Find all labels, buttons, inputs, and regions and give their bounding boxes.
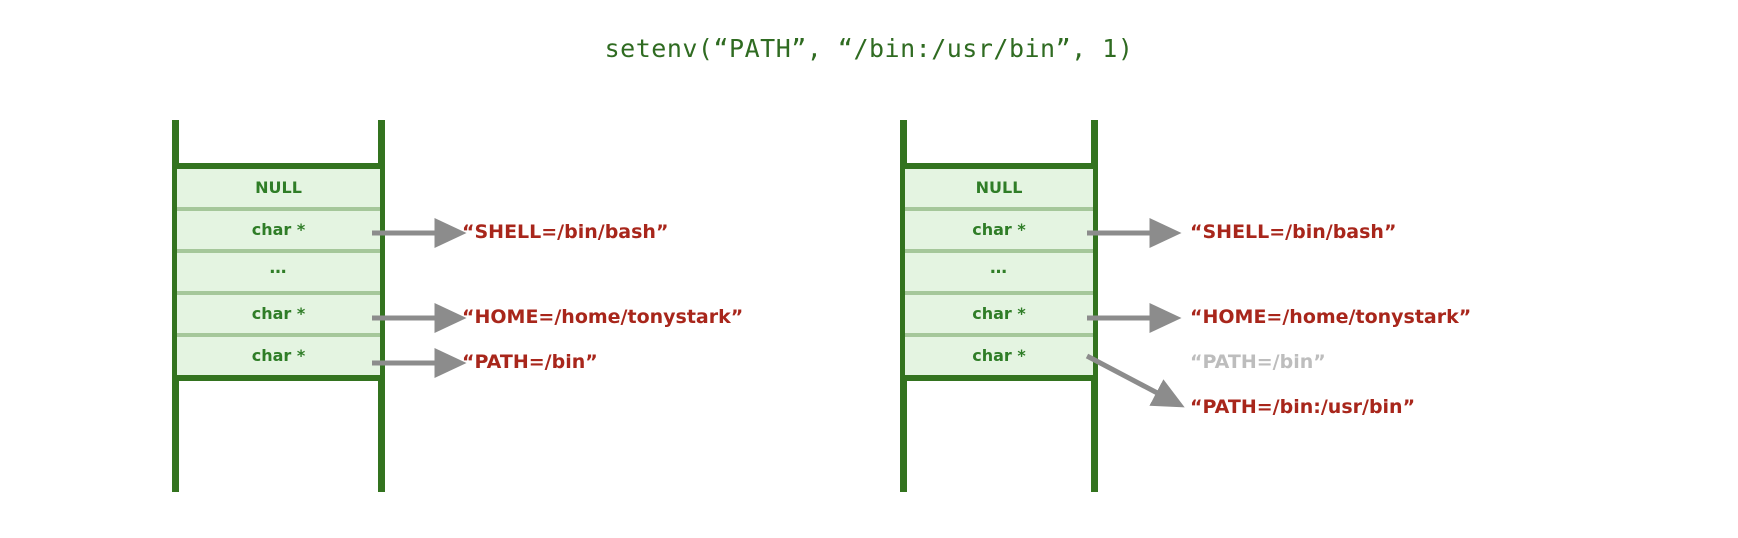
pointer-arrow-home-after [1087, 302, 1182, 333]
page-title: setenv(“PATH”, “/bin:/usr/bin”, 1) [604, 34, 1134, 63]
string-literal-home-after: “HOME=/home/tonystark” [1190, 306, 1472, 328]
array-cell-stack: NULL char * … char * char * [177, 163, 380, 381]
array-cell-ellipsis: … [177, 253, 380, 295]
array-cell-pointer-path: char * [177, 337, 380, 375]
pointer-arrow-path-after [1085, 353, 1185, 408]
array-cell-null: NULL [177, 169, 380, 211]
environment-array-after: NULL char * … char * char * [900, 120, 1098, 492]
array-cell-pointer-path: char * [905, 337, 1093, 375]
array-cell-ellipsis: … [905, 253, 1093, 295]
array-cell-pointer-shell: char * [177, 211, 380, 253]
pointer-arrow-shell-after [1087, 217, 1182, 248]
environment-array-before: NULL char * … char * char * [172, 120, 385, 492]
string-literal-shell-before: “SHELL=/bin/bash” [462, 221, 669, 243]
array-rail-right [1091, 120, 1098, 492]
string-literal-path-old-after: “PATH=/bin” [1190, 351, 1326, 373]
array-rail-left [172, 120, 179, 492]
string-literal-path-before: “PATH=/bin” [462, 351, 598, 373]
array-cell-pointer-home: char * [905, 295, 1093, 337]
string-literal-path-new-after: “PATH=/bin:/usr/bin” [1190, 396, 1416, 418]
array-cell-pointer-home: char * [177, 295, 380, 337]
array-rail-left [900, 120, 907, 492]
array-cell-stack: NULL char * … char * char * [905, 163, 1093, 381]
array-cell-pointer-shell: char * [905, 211, 1093, 253]
array-cell-null: NULL [905, 169, 1093, 211]
array-rail-right [378, 120, 385, 492]
string-literal-home-before: “HOME=/home/tonystark” [462, 306, 744, 328]
string-literal-shell-after: “SHELL=/bin/bash” [1190, 221, 1397, 243]
